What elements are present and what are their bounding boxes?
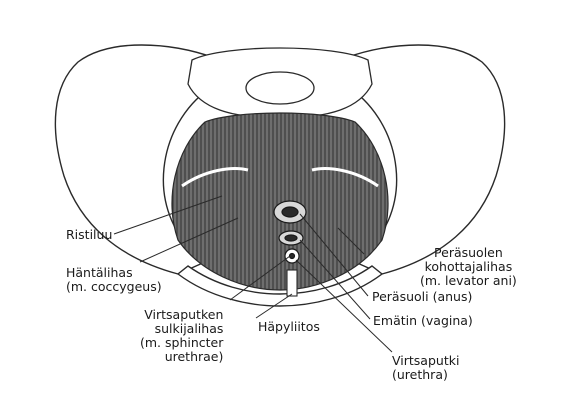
- label-hapyliitos: Häpyliitos: [258, 320, 320, 334]
- label-virtsaputken-sulkijalihas: Virtsaputken sulkijalihas (m. sphincter …: [140, 308, 223, 364]
- label-virtsaputki: Virtsaputki (urethra): [392, 354, 459, 382]
- label-perasuoli: Peräsuoli (anus): [372, 290, 472, 304]
- label-hantalihas: Häntälihas (m. coccygeus): [66, 266, 162, 294]
- label-ristiluu: Ristiluu: [66, 228, 112, 242]
- label-perasuolen-kohottajalihas: Peräsuolen kohottajalihas (m. levator an…: [420, 246, 517, 288]
- pubic-symphysis: [287, 270, 297, 296]
- label-ematin: Emätin (vagina): [373, 314, 473, 328]
